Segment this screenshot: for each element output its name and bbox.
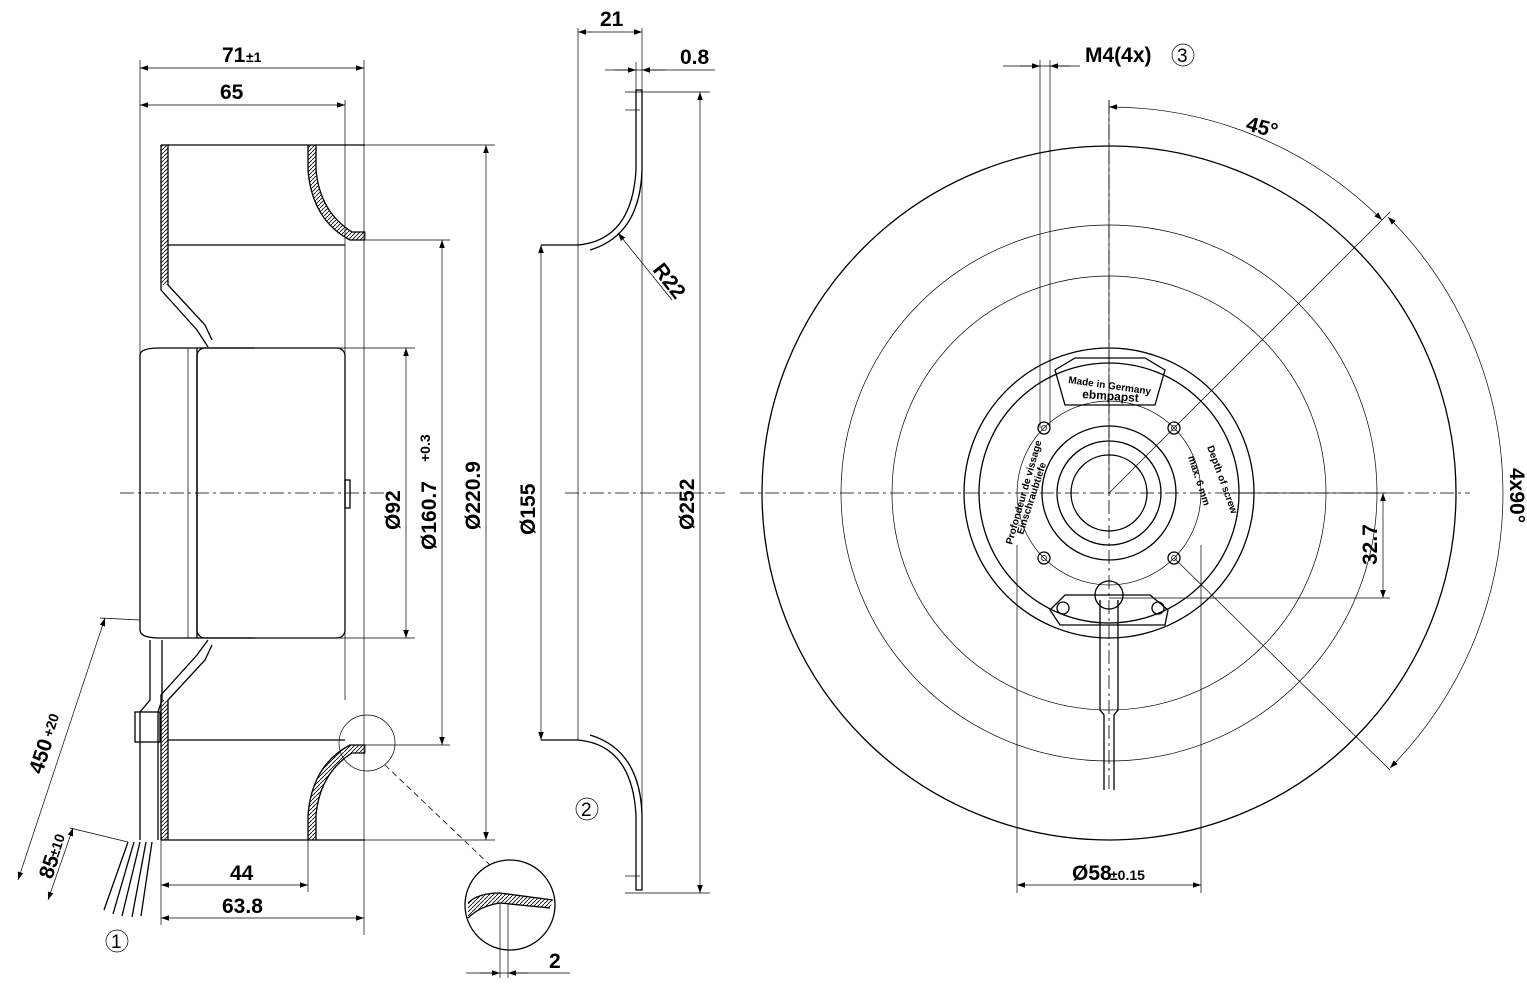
angle-90-radial	[1173, 557, 1391, 771]
dim-44: 44	[230, 862, 254, 885]
callout-3-circle	[1171, 43, 1195, 67]
dim-85-ext	[69, 827, 129, 843]
dim-0-8: 0.8	[680, 46, 710, 69]
detail-circle	[464, 859, 556, 951]
dim-2: 2	[549, 950, 561, 973]
motor-hub-stub	[344, 479, 351, 509]
dim-220: Ø220.9	[462, 461, 485, 530]
cable	[139, 640, 163, 840]
angle-45-radial	[1108, 211, 1391, 494]
dim-r22: R22	[648, 259, 690, 304]
callout-3: 3	[1177, 46, 1188, 67]
r22-leader	[617, 232, 673, 301]
dim-85-line	[47, 827, 74, 901]
detail-leader	[384, 764, 491, 866]
dim-71: 71	[222, 44, 246, 67]
dim-252: Ø252	[676, 479, 699, 530]
dim-32-7: 32.7	[1359, 524, 1382, 565]
dim-58: Ø58	[1072, 862, 1112, 885]
screw-hole-br-inner	[1171, 555, 1177, 561]
angle-45-arc	[1108, 104, 1383, 221]
callout-1-circle	[105, 929, 129, 953]
dim-63-8: 63.8	[222, 895, 263, 918]
dim-71-tol: ±1	[246, 49, 262, 65]
dim-21: 21	[600, 8, 624, 31]
nozzle-profile-top	[541, 89, 643, 251]
detail-hatch	[468, 893, 553, 918]
brand-label: ebmpapst	[1082, 387, 1140, 405]
dim-450-line	[17, 617, 106, 881]
back-plate-hatch-bottom	[161, 700, 168, 840]
cable-wires	[103, 841, 153, 918]
detail-view: 2	[464, 859, 570, 978]
gland-screw-right	[1151, 601, 1165, 615]
callout-1: 1	[111, 932, 122, 953]
blade-top-hatch	[307, 144, 366, 241]
dim-450-tol: +20	[40, 711, 63, 739]
callout-2: 2	[581, 800, 592, 821]
screw-hole-tl-inner	[1041, 425, 1047, 431]
callout-2-circle	[575, 797, 599, 821]
blade-bottom-hatch	[307, 744, 366, 841]
back-plate-hatch-top	[161, 145, 168, 285]
side-view: 71 ±1 65 Ø92 Ø160.7 +0.3 Ø220.9 44 63.8 …	[17, 44, 495, 953]
dim-160-tol: +0.3	[417, 434, 433, 462]
dim-m4: M4(4x)	[1085, 44, 1152, 67]
screw-hole-tr	[1167, 421, 1181, 435]
dim-58-tol: ±0.15	[1110, 867, 1145, 883]
gland-screw-left	[1056, 601, 1070, 615]
dim-45: 45°	[1244, 113, 1281, 143]
front-view: Made in Germany ebmpapst Depth of screw …	[740, 43, 1527, 893]
label-plate	[1054, 357, 1166, 406]
dim-4x90: 4x90°	[1505, 468, 1527, 523]
cable-gland	[1049, 594, 1169, 626]
dim-450-ext	[99, 617, 141, 621]
dim-155: Ø155	[517, 483, 540, 535]
screw-hole-bl	[1037, 551, 1051, 565]
dim-160: Ø160.7	[418, 481, 441, 550]
front-cable	[1099, 600, 1119, 790]
screw-hole-tr-inner	[1171, 425, 1177, 431]
dim-65: 65	[220, 81, 244, 104]
screw-hole-bl-inner	[1041, 555, 1047, 561]
cable-sleeve	[134, 711, 161, 743]
dim-450: 450	[25, 736, 58, 776]
nozzle-view: 21 0.8 R22 Ø155 Ø252 2	[517, 8, 725, 894]
detail-marker-circle	[338, 714, 396, 772]
dim-85-tol: ±10	[46, 832, 68, 859]
dim-92: Ø92	[382, 490, 405, 530]
screw-hole-br	[1167, 551, 1181, 565]
nozzle-profile-bottom	[541, 734, 643, 891]
impeller-back-plate	[160, 144, 213, 841]
gland-cable-entry	[1094, 580, 1124, 610]
max-6mm-label: max. 6 mm	[1185, 455, 1211, 508]
angle-90-arc	[1387, 216, 1504, 769]
